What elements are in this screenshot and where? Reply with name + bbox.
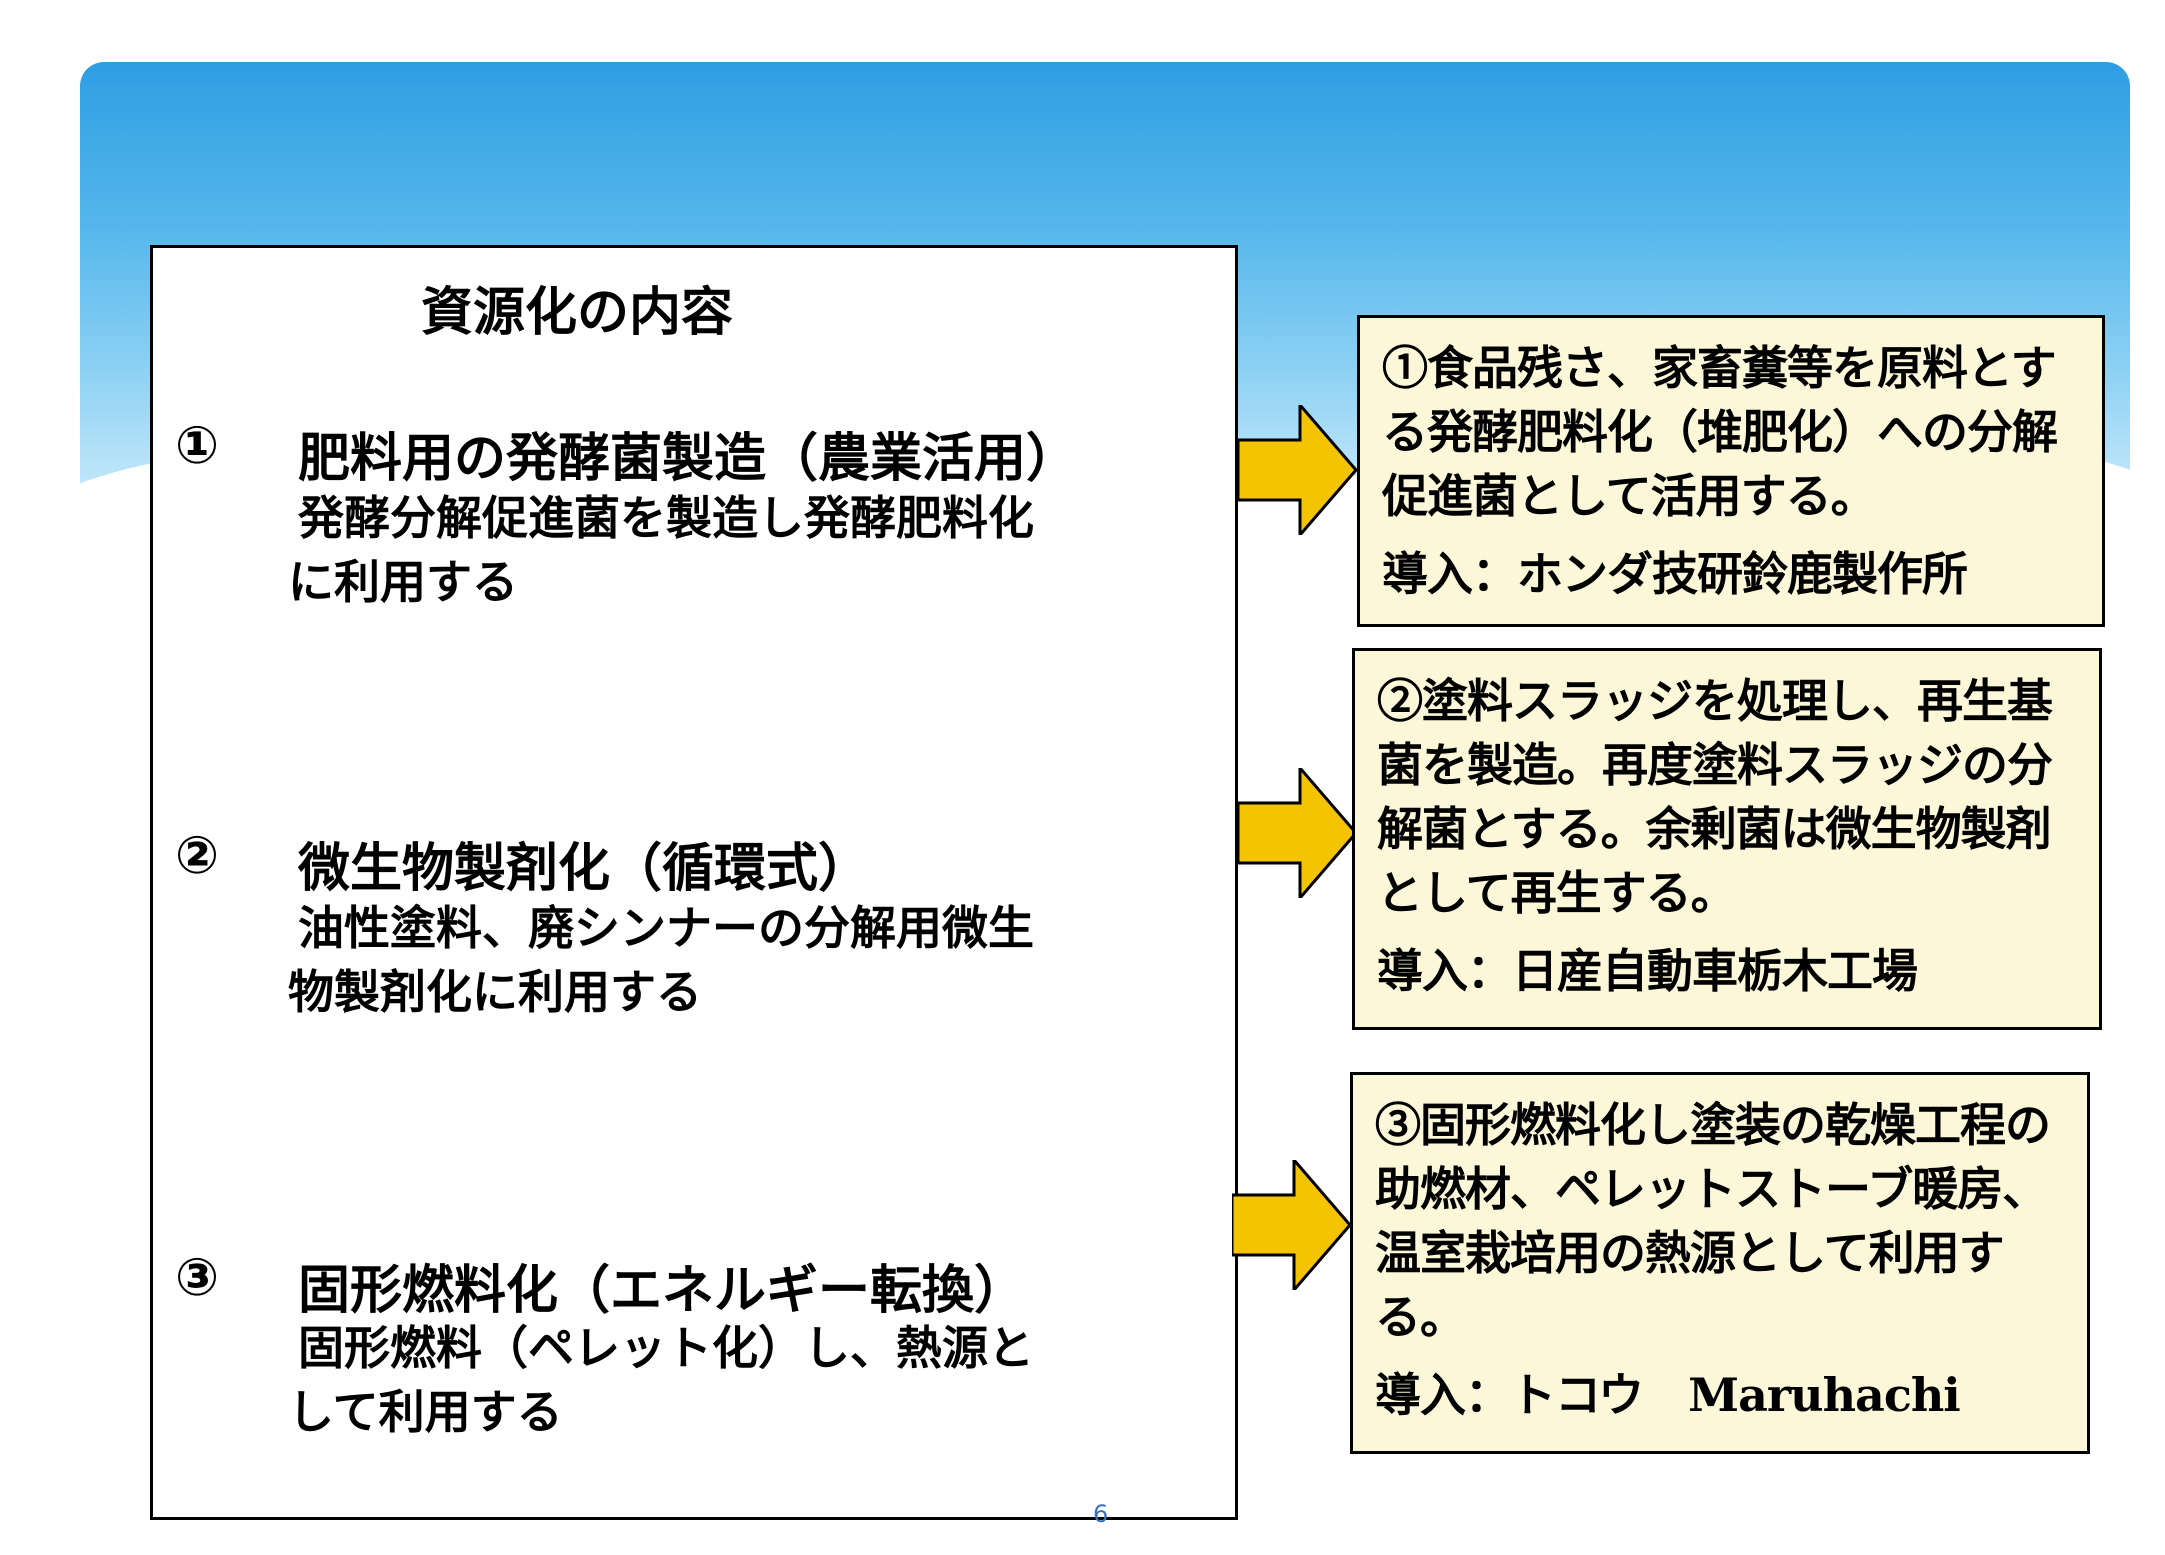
arrow-right-icon bbox=[1238, 768, 1358, 898]
item-number-1: ① bbox=[175, 416, 220, 476]
note-box-1: ①食品残さ、家畜糞等を原料とする発酵肥料化（堆肥化）への分解促進菌として活用する… bbox=[1357, 315, 2105, 627]
note-intro-1: 導入：ホンダ技研鈴鹿製作所 bbox=[1382, 547, 1968, 601]
item-heading-2: 微生物製剤化（循環式） bbox=[298, 839, 871, 899]
item-number-2: ② bbox=[175, 826, 220, 886]
page-number: 6 bbox=[1093, 1500, 1109, 1528]
arrow-right-icon bbox=[1238, 405, 1358, 535]
note-intro-2: 導入：日産自動車栃木工場 bbox=[1377, 944, 1918, 998]
item-description-1: 発酵分解促進菌を製造し発酵肥料化に利用する bbox=[288, 491, 1034, 609]
note-box-2: ②塗料スラッジを処理し、再生基菌を製造。再度塗料スラッジの分解菌とする。余剰菌は… bbox=[1352, 648, 2102, 1030]
item-description-2: 油性塗料、廃シンナーの分解用微生物製剤化に利用する bbox=[288, 901, 1034, 1019]
note-text-1: ①食品残さ、家畜糞等を原料とする発酵肥料化（堆肥化）への分解促進菌として活用する… bbox=[1382, 341, 2058, 523]
note-intro-3: 導入：トコウ Maruhachi bbox=[1375, 1368, 1961, 1422]
item-number-3: ③ bbox=[175, 1248, 220, 1308]
item-heading-3: 固形燃料化（エネルギー転換） bbox=[298, 1261, 1027, 1321]
item-heading-1: 肥料用の発酵菌製造（農業活用） bbox=[298, 429, 1079, 489]
panel-title: 資源化の内容 bbox=[421, 283, 734, 343]
content-panel: 資源化の内容 ① 肥料用の発酵菌製造（農業活用） 発酵分解促進菌を製造し発酵肥料… bbox=[150, 245, 1238, 1520]
note-text-3: ③固形燃料化し塗装の乾燥工程の助燃材、ペレットストーブ暖房、温室栽培用の熱源とし… bbox=[1375, 1098, 2051, 1344]
item-description-3: 固形燃料（ペレット化）し、熱源として利用する bbox=[288, 1321, 1034, 1439]
note-box-3: ③固形燃料化し塗装の乾燥工程の助燃材、ペレットストーブ暖房、温室栽培用の熱源とし… bbox=[1350, 1072, 2090, 1454]
note-text-2: ②塗料スラッジを処理し、再生基菌を製造。再度塗料スラッジの分解菌とする。余剰菌は… bbox=[1377, 674, 2053, 920]
arrow-right-icon bbox=[1232, 1160, 1352, 1290]
